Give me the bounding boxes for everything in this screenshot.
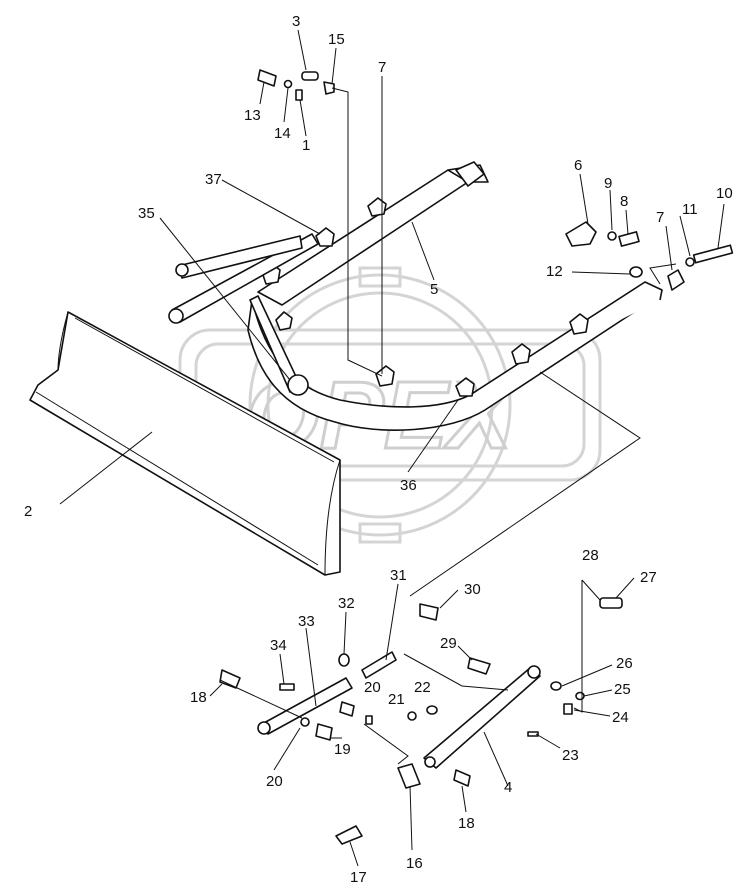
callout-27: 27	[640, 569, 657, 586]
callout-1: 1	[302, 137, 310, 154]
callout-34: 34	[270, 637, 287, 654]
callout-37: 37	[205, 171, 222, 188]
callout-18-bottom: 18	[458, 815, 475, 832]
callout-19: 19	[334, 741, 351, 758]
lower-assembly	[219, 597, 623, 845]
callout-9: 9	[604, 175, 612, 192]
callout-labels: 3 15 7 13 14 1 37 35 5 2 36 6 9 8 10 7 1…	[24, 13, 733, 886]
callout-26: 26	[616, 655, 633, 672]
callout-11: 11	[682, 201, 698, 218]
callout-7-top: 7	[378, 59, 386, 76]
callout-20-mid: 20	[364, 679, 381, 696]
callout-2: 2	[24, 503, 32, 520]
right-hardware	[565, 221, 734, 291]
callout-36: 36	[400, 477, 417, 494]
callout-30: 30	[464, 581, 481, 598]
callout-7-right: 7	[656, 209, 664, 226]
leader-lines	[59, 29, 725, 867]
callout-28: 28	[582, 547, 599, 564]
callout-4: 4	[504, 779, 512, 796]
callout-23: 23	[562, 747, 579, 764]
callout-12: 12	[546, 263, 563, 280]
c-frame	[247, 161, 663, 431]
callout-29: 29	[440, 635, 457, 652]
callout-8: 8	[620, 193, 628, 210]
callout-22: 22	[414, 679, 431, 696]
callout-25: 25	[614, 681, 631, 698]
callout-3: 3	[292, 13, 300, 30]
callout-16: 16	[406, 855, 423, 872]
callout-6: 6	[574, 157, 582, 174]
callout-15: 15	[328, 31, 345, 48]
callout-21: 21	[388, 691, 405, 708]
callout-14: 14	[274, 125, 291, 142]
callout-20-left: 20	[266, 773, 283, 790]
top-hardware	[257, 69, 335, 101]
callout-32: 32	[338, 595, 355, 612]
callout-24: 24	[612, 709, 629, 726]
callout-18-left: 18	[190, 689, 207, 706]
callout-33: 33	[298, 613, 315, 630]
callout-5: 5	[430, 281, 438, 298]
callout-17: 17	[350, 869, 367, 886]
callout-13: 13	[244, 107, 261, 124]
tilt-cylinder	[168, 233, 319, 324]
callout-10: 10	[716, 185, 733, 202]
callout-31: 31	[390, 567, 407, 584]
blade	[29, 311, 341, 576]
callout-35: 35	[138, 205, 155, 222]
